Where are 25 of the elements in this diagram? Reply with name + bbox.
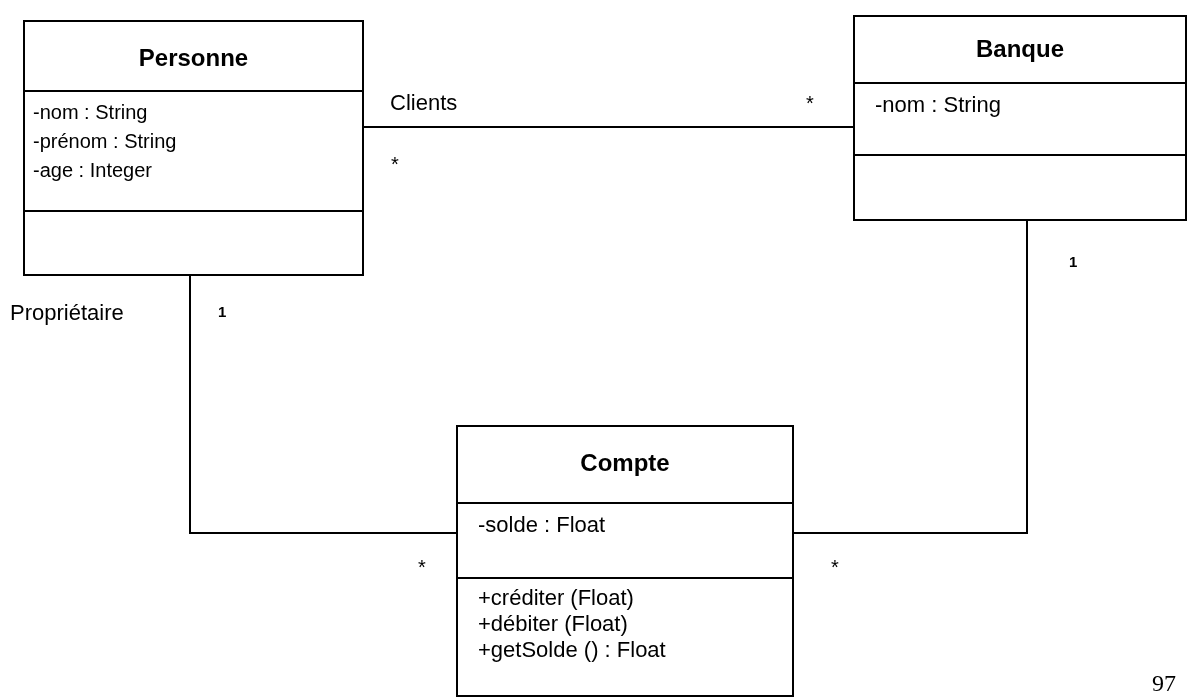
class-member: -age : Integer	[33, 158, 153, 183]
class-name: Compte	[579, 448, 671, 477]
class-member: -nom : String	[33, 100, 149, 125]
class-member: +créditer (Float)	[478, 585, 635, 611]
role-label: Propriétaire	[10, 300, 124, 326]
multiplicity-label: 1	[1069, 253, 1078, 270]
class-member: +getSolde () : Float	[478, 637, 667, 663]
class-member: -solde : Float	[478, 511, 607, 539]
class-box	[23, 20, 364, 276]
multiplicity-label: *	[391, 153, 399, 176]
multiplicity-label: *	[418, 556, 426, 579]
multiplicity-label: *	[806, 92, 814, 115]
class-box	[853, 15, 1187, 221]
class-member: -prénom : String	[33, 129, 178, 154]
class-name: Banque	[975, 34, 1065, 63]
class-name: Personne	[137, 43, 250, 72]
multiplicity-label: 1	[218, 303, 227, 320]
association-line	[793, 220, 1028, 534]
page-number: 97	[1152, 670, 1176, 697]
association-line	[189, 275, 457, 534]
class-member: -nom : String	[875, 91, 1002, 119]
association-line	[363, 126, 854, 128]
class-member: +débiter (Float)	[478, 611, 629, 637]
multiplicity-label: *	[831, 556, 839, 579]
class-box	[456, 425, 794, 697]
